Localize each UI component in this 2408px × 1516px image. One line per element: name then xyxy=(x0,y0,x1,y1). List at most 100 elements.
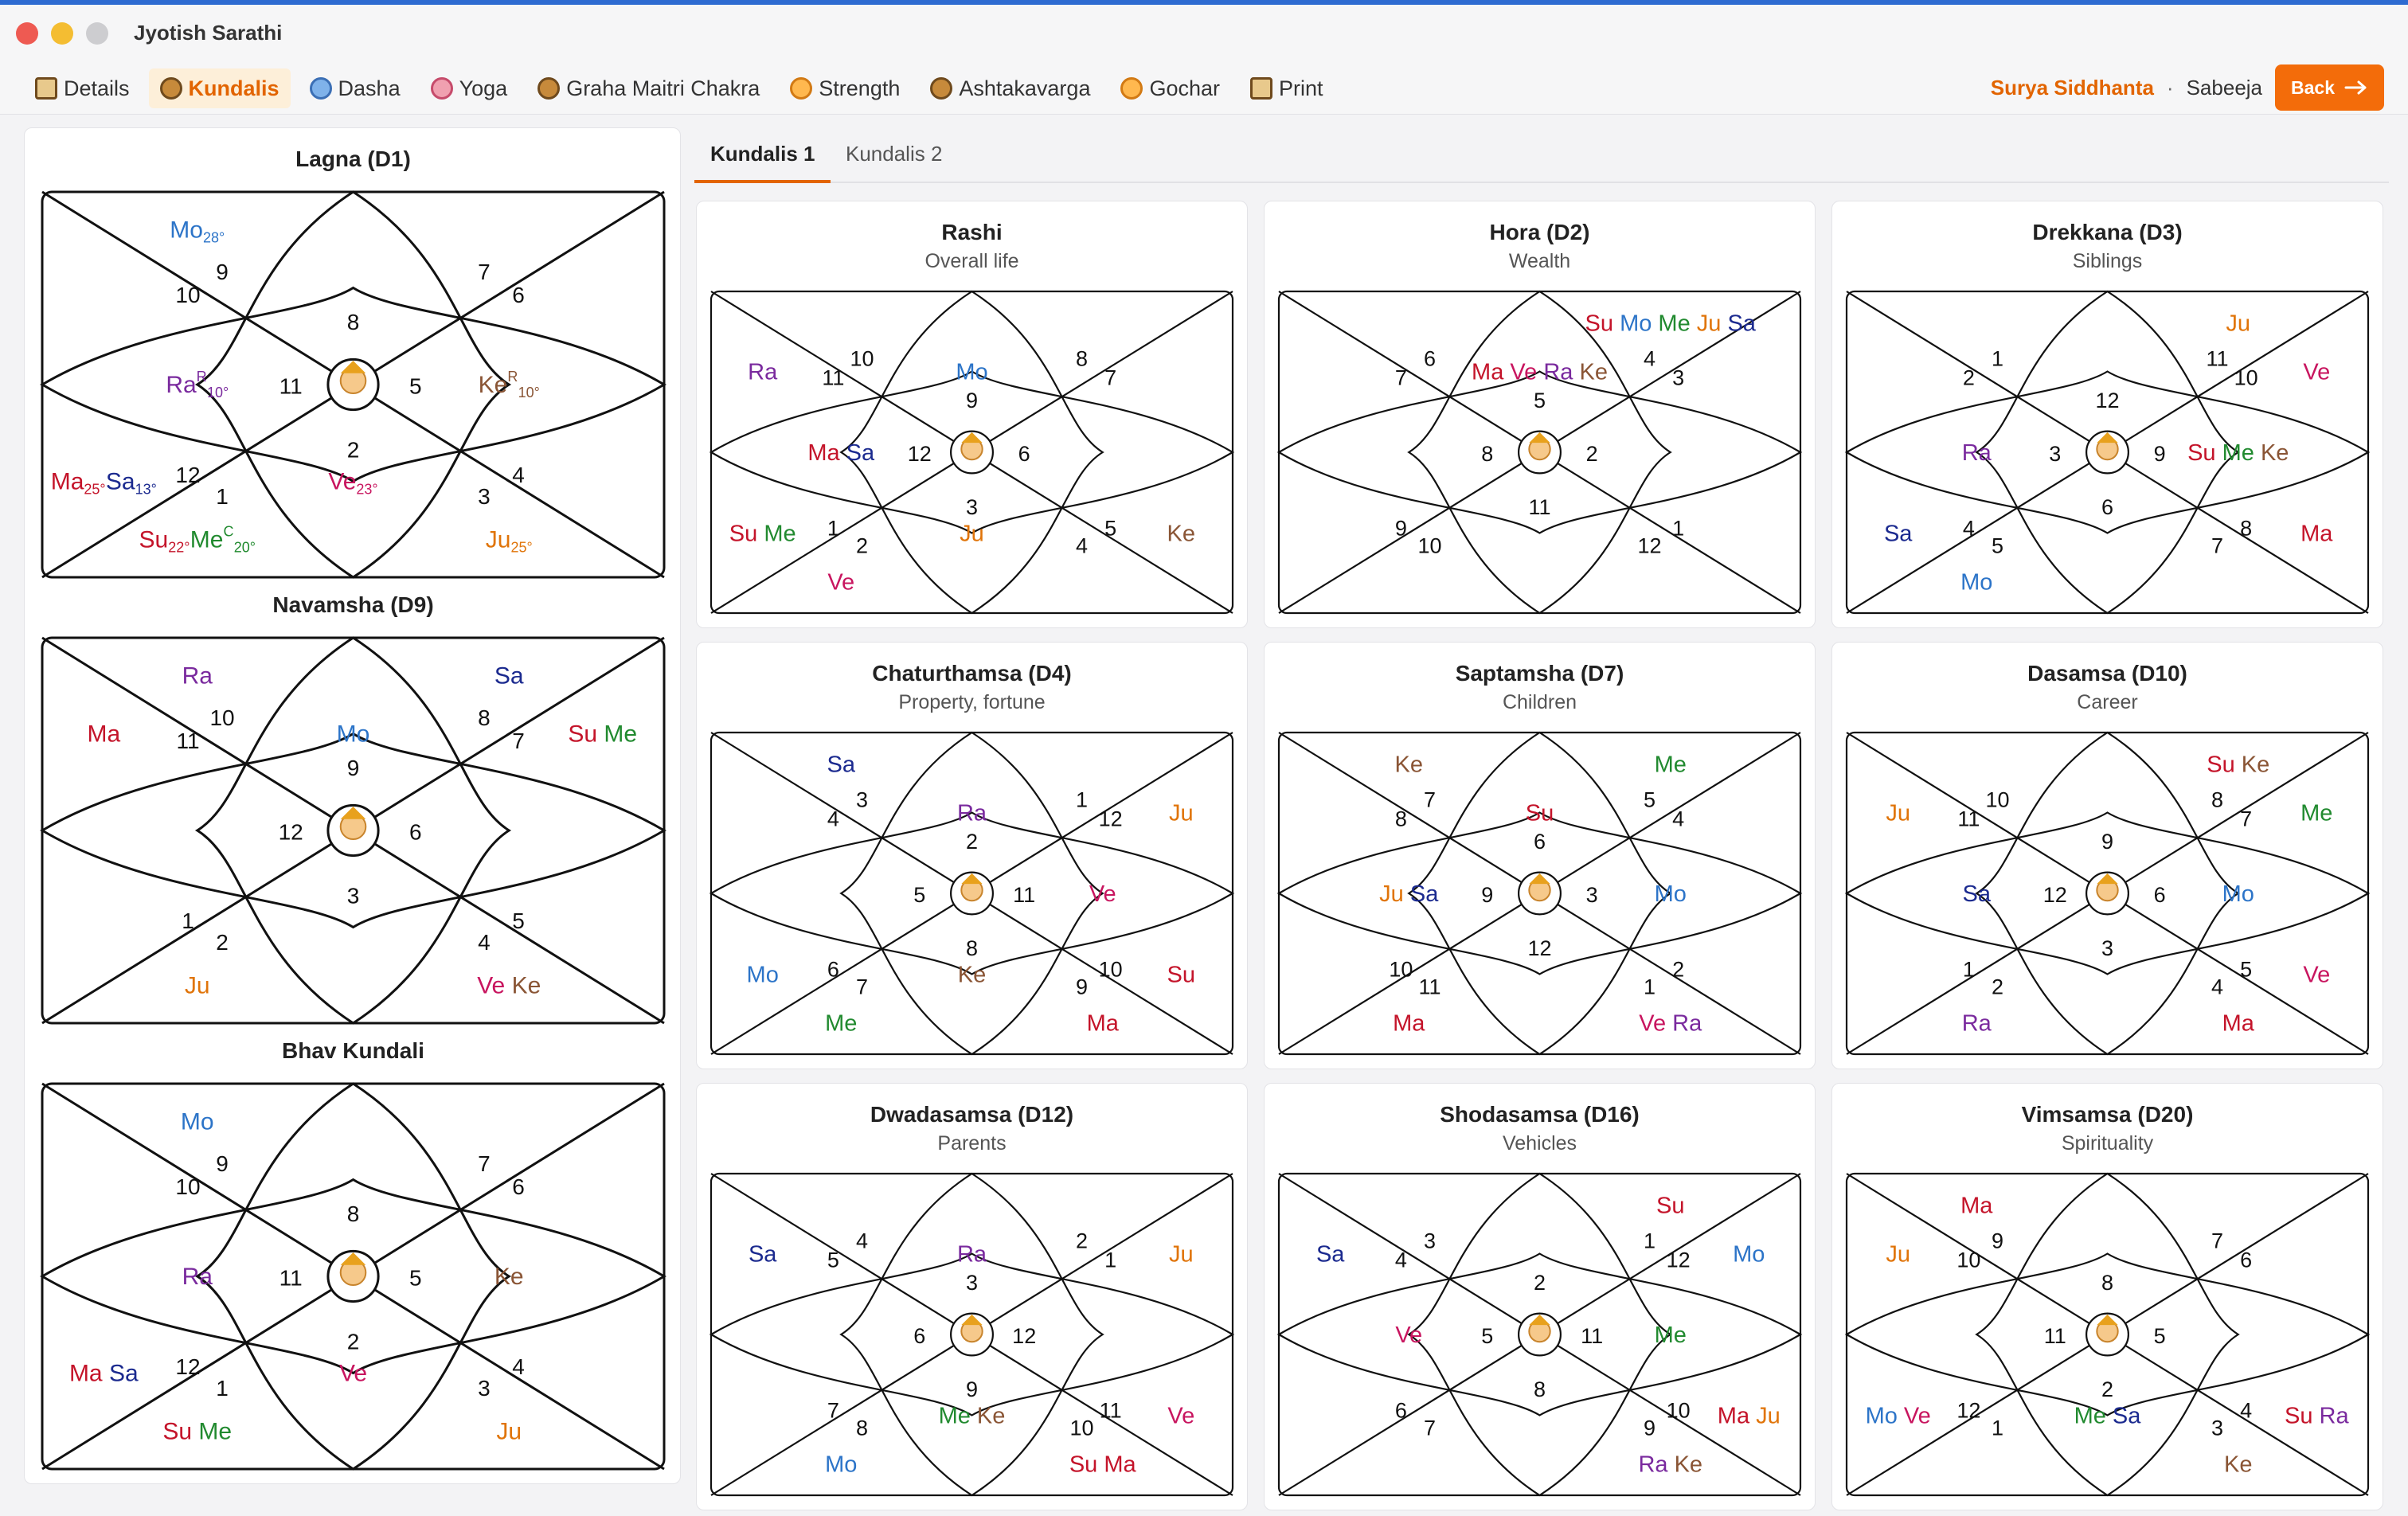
close-window-button[interactable] xyxy=(16,22,38,45)
planet-mo[interactable]: Mo xyxy=(170,217,203,244)
planet-sa[interactable]: Sa xyxy=(494,663,524,690)
planet-sa[interactable]: Sa xyxy=(749,1242,777,1268)
chart-card[interactable] xyxy=(1831,1083,2383,1510)
menu-item-gochar[interactable]: Gochar xyxy=(1109,68,1231,108)
planet-ju[interactable]: Ju xyxy=(2226,311,2250,337)
planet-ve[interactable]: Ve xyxy=(827,569,854,595)
planet-su[interactable]: Su xyxy=(1656,1194,1684,1219)
chart-card[interactable] xyxy=(1264,642,1816,1069)
planet-ju[interactable]: Ju xyxy=(1886,1242,1910,1268)
planet-me[interactable]: Me xyxy=(1655,752,1687,778)
planet-ra[interactable]: Ra xyxy=(2312,1404,2349,1429)
planet-su[interactable]: Su xyxy=(2207,752,2234,778)
planet-ke[interactable]: Ke xyxy=(971,1404,1006,1429)
planet-sa[interactable]: Sa xyxy=(827,752,856,778)
planet-ju[interactable]: Ju xyxy=(960,522,984,547)
planet-ma[interactable]: Ma xyxy=(69,1361,103,1387)
planet-ra[interactable]: Ra xyxy=(166,372,197,398)
planet-ma[interactable]: Ma xyxy=(1097,1452,1136,1477)
planet-ju[interactable]: Ju xyxy=(1169,801,1194,826)
planet-su[interactable]: Su xyxy=(139,526,169,553)
planet-mo[interactable]: Mo xyxy=(181,1109,214,1135)
planet-ju[interactable]: Ju xyxy=(486,526,511,553)
planet-su[interactable]: Su xyxy=(2285,1404,2312,1429)
tab-kundalis-2[interactable]: Kundalis 2 xyxy=(846,142,943,166)
planet-me[interactable]: Me xyxy=(939,1404,971,1429)
planet-ve[interactable]: Ve xyxy=(328,469,356,495)
planet-su[interactable]: Su xyxy=(1585,311,1613,337)
planet-ma[interactable]: Ma xyxy=(1393,1010,1425,1036)
planet-sa[interactable]: Sa xyxy=(2106,1404,2141,1429)
planet-me[interactable]: Me xyxy=(2216,440,2254,466)
planet-sa[interactable]: Sa xyxy=(103,1361,139,1387)
menu-item-strength[interactable]: Strength xyxy=(779,68,911,108)
planet-ra[interactable]: Ra xyxy=(182,663,213,690)
planet-ra[interactable]: Ra xyxy=(1962,440,1992,466)
planet-ve[interactable]: Ve xyxy=(1898,1404,1931,1429)
menu-item-details[interactable]: Details xyxy=(24,68,141,108)
planet-ke[interactable]: Ke xyxy=(494,1264,524,1290)
planet-ra[interactable]: Ra xyxy=(957,1242,987,1268)
planet-sa[interactable]: Sa xyxy=(106,469,135,495)
planet-ke[interactable]: Ke xyxy=(2235,752,2270,778)
planet-ju[interactable]: Ju xyxy=(496,1418,522,1444)
planet-ma[interactable]: Ma xyxy=(51,469,84,495)
planet-mo[interactable]: Mo xyxy=(747,963,779,988)
planet-ve[interactable]: Ve xyxy=(1089,881,1116,907)
planet-su[interactable]: Su xyxy=(729,522,757,547)
mode-label[interactable]: Sabeeja xyxy=(2186,75,2263,100)
planet-ma[interactable]: Ma xyxy=(1718,1404,1750,1429)
planet-ma[interactable]: Ma xyxy=(1960,1194,1993,1219)
planet-ra[interactable]: Ra xyxy=(1638,1452,1668,1477)
planet-su[interactable]: Su xyxy=(162,1418,192,1444)
planet-ve[interactable]: Ve xyxy=(1167,1404,1194,1429)
chart-card[interactable] xyxy=(1264,1083,1816,1510)
siddhanta-label[interactable]: Surya Siddhanta xyxy=(1990,75,2154,100)
planet-me[interactable]: Me xyxy=(825,1010,857,1036)
planet-ma[interactable]: Ma xyxy=(2300,522,2333,547)
planet-ke[interactable]: Ke xyxy=(479,372,508,398)
planet-ke[interactable]: Ke xyxy=(2224,1452,2252,1477)
planet-mo[interactable]: Mo xyxy=(1655,881,1687,907)
planet-ve[interactable]: Ve xyxy=(339,1361,367,1387)
planet-ju[interactable]: Ju xyxy=(1169,1242,1194,1268)
planet-sa[interactable]: Sa xyxy=(1884,522,1913,547)
planet-sa[interactable]: Sa xyxy=(1721,311,1756,337)
planet-ve[interactable]: Ve xyxy=(477,972,505,998)
back-button[interactable]: Back xyxy=(2275,64,2384,111)
planet-ke[interactable]: Ke xyxy=(1395,752,1423,778)
chart-card[interactable] xyxy=(696,642,1248,1069)
planet-mo[interactable]: Mo xyxy=(1733,1242,1765,1268)
menu-item-ashtakavarga[interactable]: Ashtakavarga xyxy=(919,68,1101,108)
planet-me[interactable]: Me xyxy=(192,1418,232,1444)
planet-me[interactable]: Me xyxy=(190,526,224,553)
planet-mo[interactable]: Mo xyxy=(1613,311,1652,337)
planet-ve[interactable]: Ve xyxy=(2303,963,2330,988)
planet-mo[interactable]: Mo xyxy=(337,721,370,748)
planet-su[interactable]: Su xyxy=(1526,801,1554,826)
planet-ke[interactable]: Ke xyxy=(2254,440,2289,466)
planet-ju[interactable]: Ju xyxy=(185,972,210,998)
planet-ju[interactable]: Ju xyxy=(1886,801,1910,826)
planet-su[interactable]: Su xyxy=(1069,1452,1097,1477)
planet-ve[interactable]: Ve xyxy=(1395,1323,1422,1348)
zoom-window-button[interactable] xyxy=(86,22,108,45)
chart-card[interactable] xyxy=(1831,642,2383,1069)
planet-ju[interactable]: Ju xyxy=(1691,311,1722,337)
planet-ma[interactable]: Ma xyxy=(87,721,120,748)
planet-sa[interactable]: Sa xyxy=(840,440,875,466)
planet-ra[interactable]: Ra xyxy=(1666,1010,1702,1036)
planet-ma[interactable]: Ma xyxy=(2222,1010,2255,1036)
planet-mo[interactable]: Mo xyxy=(1960,569,1992,595)
planet-ve[interactable]: Ve xyxy=(1503,360,1537,385)
menu-item-kundalis[interactable]: Kundalis xyxy=(148,68,291,108)
chart-card[interactable] xyxy=(1264,201,1816,628)
planet-sa[interactable]: Sa xyxy=(1963,881,1992,907)
menu-item-print[interactable]: Print xyxy=(1239,68,1335,108)
planet-mo[interactable]: Mo xyxy=(1866,1404,1898,1429)
planet-ke[interactable]: Ke xyxy=(1668,1452,1703,1477)
planet-ju[interactable]: Ju xyxy=(1749,1404,1781,1429)
planet-me[interactable]: Me xyxy=(2300,801,2332,826)
planet-ke[interactable]: Ke xyxy=(958,963,986,988)
tab-kundalis-1[interactable]: Kundalis 1 xyxy=(694,142,831,183)
